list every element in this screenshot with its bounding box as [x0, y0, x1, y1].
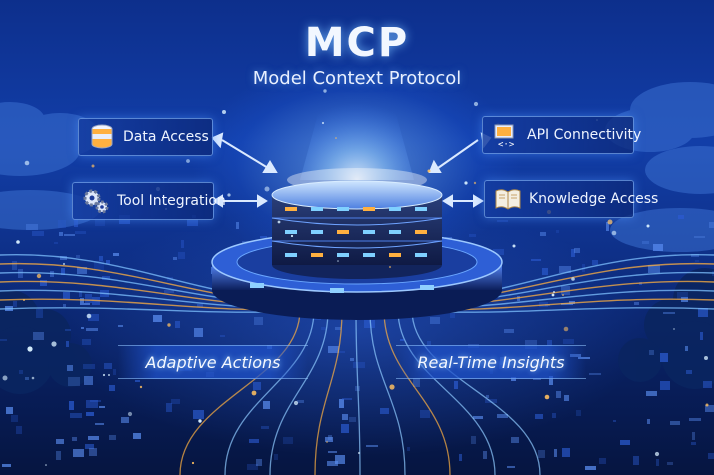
clouds-right	[605, 82, 714, 252]
gears-icon	[83, 189, 109, 214]
database-icon	[91, 124, 113, 149]
api-connector-icon: <·>	[494, 124, 515, 150]
server-stack	[271, 180, 443, 279]
server-lights	[285, 207, 427, 257]
banner-real-time-insights: Real-Time Insights	[396, 345, 586, 379]
feature-card-data-access: Data Access	[78, 118, 213, 156]
feature-label: Tool Integration	[117, 193, 226, 209]
svg-text:<·>: <·>	[498, 140, 515, 150]
feature-label: Data Access	[123, 129, 209, 145]
page-subtitle: Model Context Protocol	[252, 68, 462, 89]
feature-card-api-connectivity: <·> API Connectivity	[482, 116, 641, 154]
feature-label: API Connectivity	[527, 127, 642, 143]
banner-adaptive-actions: Adaptive Actions	[118, 345, 308, 379]
feature-card-tool-integration: Tool Integration	[72, 182, 226, 220]
feature-label: Knowledge Access	[529, 191, 659, 207]
book-icon	[495, 189, 521, 210]
light-beam	[300, 70, 414, 180]
connector-arrows	[211, 132, 492, 208]
feature-card-knowledge-access: Knowledge Access	[484, 180, 658, 218]
page-title: MCP	[304, 20, 410, 66]
trees-right	[618, 268, 714, 389]
